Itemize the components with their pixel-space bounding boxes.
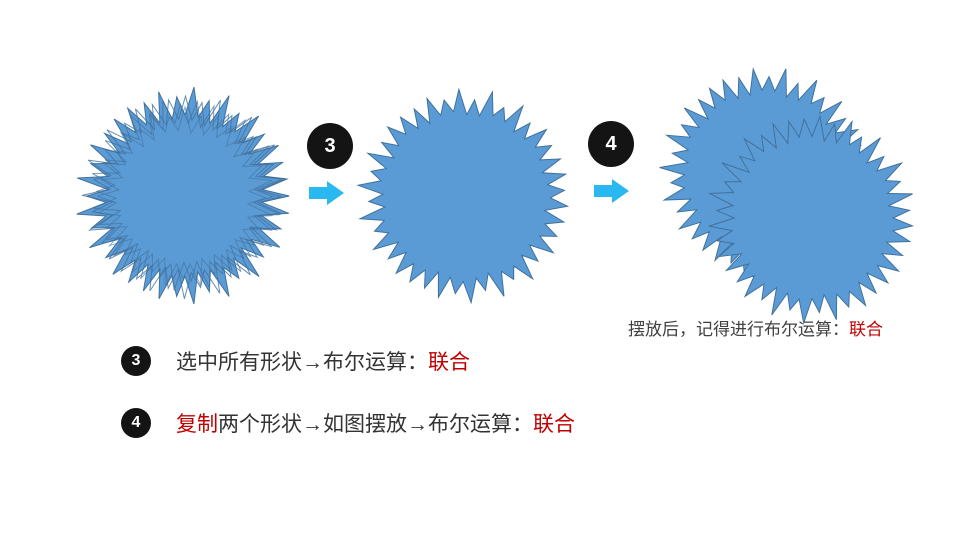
placement-caption-highlight: 联合 xyxy=(849,320,883,339)
spiky-shape-left-overlap-3 xyxy=(96,105,274,287)
step-3-row-text-highlight: 联合 xyxy=(428,351,470,374)
step-3-row: 3 选中所有形状→布尔运算：联合 xyxy=(121,346,470,376)
step-4-row-text-lead: 复制 xyxy=(176,413,218,436)
arrow-icon-2 xyxy=(594,179,629,203)
step-3-badge: 3 xyxy=(307,123,353,169)
step-4-row-text: 复制两个形状→如图摆放→布尔运算：联合 xyxy=(176,408,575,438)
step-4-row-badge: 4 xyxy=(121,408,151,438)
step-3-row-badge: 3 xyxy=(121,346,151,376)
step-4-row: 4 复制两个形状→如图摆放→布尔运算：联合 xyxy=(121,408,575,438)
spiky-shape-right-front xyxy=(707,114,915,326)
spiky-shape-left-overlap-2 xyxy=(92,99,283,291)
arrow-icon-1 xyxy=(309,181,344,205)
spiky-shape-middle xyxy=(356,87,570,305)
step-4-row-text-main: 两个形状→如图摆放→布尔运算： xyxy=(218,413,533,436)
placement-caption-text: 摆放后，记得进行布尔运算： xyxy=(628,320,849,339)
step-4-badge: 4 xyxy=(588,121,634,167)
spiky-shape-left-overlap-1 xyxy=(81,94,286,300)
step-3-row-text: 选中所有形状→布尔运算：联合 xyxy=(176,346,470,376)
placement-caption: 摆放后，记得进行布尔运算：联合 xyxy=(628,315,948,340)
step-3-row-text-main: 选中所有形状→布尔运算： xyxy=(176,351,428,374)
step-4-row-text-highlight: 联合 xyxy=(533,413,575,436)
